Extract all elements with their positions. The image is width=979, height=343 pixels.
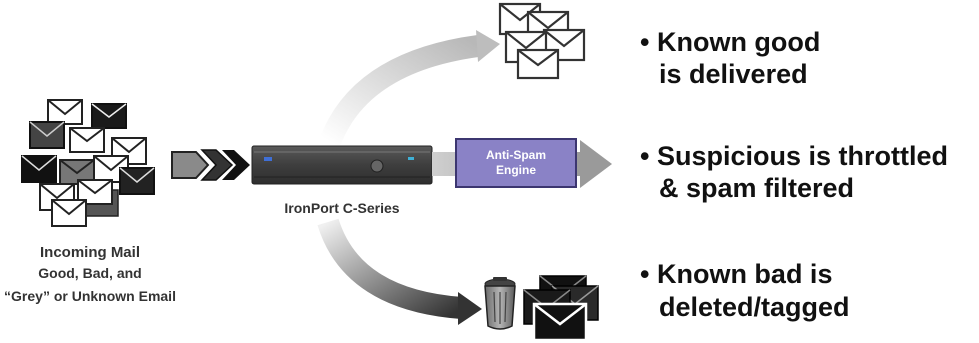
envelope-icon <box>69 127 105 153</box>
engine-label-line2: Engine <box>496 163 536 177</box>
incoming-title: Incoming Mail <box>40 244 140 261</box>
appliance-label: IronPort C-Series <box>284 200 399 216</box>
anti-spam-engine <box>455 138 577 188</box>
envelope-icon <box>51 199 87 227</box>
deleted-mail-stack <box>523 275 599 342</box>
incoming-mail-pile <box>21 99 155 227</box>
outcome-suspicious-line2: & spam filtered <box>659 173 855 203</box>
chevron-arrow-icon <box>171 149 250 181</box>
envelope-icon <box>77 179 113 205</box>
delivered-mail-stack <box>498 2 586 80</box>
envelope-icon <box>119 167 155 195</box>
arrow-to-delivered <box>319 30 500 147</box>
envelope-icon <box>47 99 83 125</box>
arrow-to-deleted <box>317 218 482 325</box>
envelope-icon <box>516 48 560 80</box>
envelope-icon <box>29 121 65 149</box>
incoming-line3: “Grey” or Unknown Email <box>4 288 176 304</box>
incoming-line2: Good, Bad, and <box>38 265 141 281</box>
envelope-icon <box>91 103 127 129</box>
outcome-good-line1: • Known good <box>640 27 821 57</box>
ironport-appliance <box>251 145 433 185</box>
envelope-icon <box>21 155 57 183</box>
outcome-bad-line2: deleted/tagged <box>659 292 850 322</box>
trash-can-icon <box>484 277 516 330</box>
outcome-bad-line1: • Known bad is <box>640 259 833 289</box>
outcome-suspicious-line1: • Suspicious is throttled <box>640 141 948 171</box>
envelope-icon <box>532 302 588 342</box>
engine-label-line1: Anti-Spam <box>486 148 546 162</box>
outcome-good-line2: is delivered <box>659 59 808 89</box>
